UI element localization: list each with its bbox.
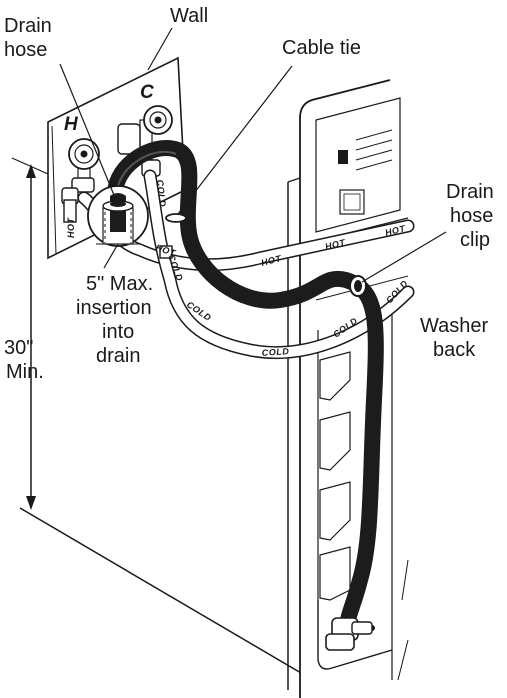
drain-detail-magnifier bbox=[87, 185, 149, 247]
max-insertion-callout-line3: into bbox=[102, 321, 134, 343]
drain-hose-clip-callout-line2: hose bbox=[450, 205, 493, 227]
cable-tie bbox=[165, 213, 187, 223]
washer-back-callout-line1: Washer bbox=[420, 315, 489, 337]
hot-valve-letter: H bbox=[64, 114, 79, 135]
max-insertion-callout-line4: drain bbox=[96, 345, 140, 367]
drain-hose-clip-callout-line1: Drain bbox=[446, 181, 494, 203]
drain-hose-clip-callout-line3: clip bbox=[460, 229, 490, 251]
drain-hose bbox=[107, 140, 384, 651]
drain-hose-callout-line2: hose bbox=[4, 39, 47, 61]
floor-line bbox=[19, 507, 331, 691]
leader-lines bbox=[11, 27, 447, 283]
min-height-callout-line1: 30" bbox=[4, 337, 33, 359]
cold-fill-hose bbox=[143, 169, 415, 359]
cable-tie-callout: Cable tie bbox=[282, 37, 361, 59]
max-insertion-callout-line2: insertion bbox=[76, 297, 152, 319]
hot-hose-label-1: HOT bbox=[66, 217, 76, 239]
cold-hose-label-4: COLD bbox=[261, 346, 289, 358]
drain-hose-clip bbox=[349, 275, 367, 297]
drain-hose-callout-line1: Drain bbox=[4, 15, 52, 37]
drain-hose-elbow bbox=[325, 617, 373, 651]
cold-hose-label-1: COLD bbox=[155, 179, 168, 207]
wall-callout: Wall bbox=[170, 5, 208, 27]
min-height-callout-line2: Min. bbox=[6, 361, 44, 383]
washer-back-callout-line2: back bbox=[433, 339, 476, 361]
cold-valve-letter: C bbox=[140, 82, 154, 103]
height-dimension-arrow bbox=[26, 164, 36, 510]
max-insertion-callout-line1: 5" Max. bbox=[86, 273, 153, 295]
